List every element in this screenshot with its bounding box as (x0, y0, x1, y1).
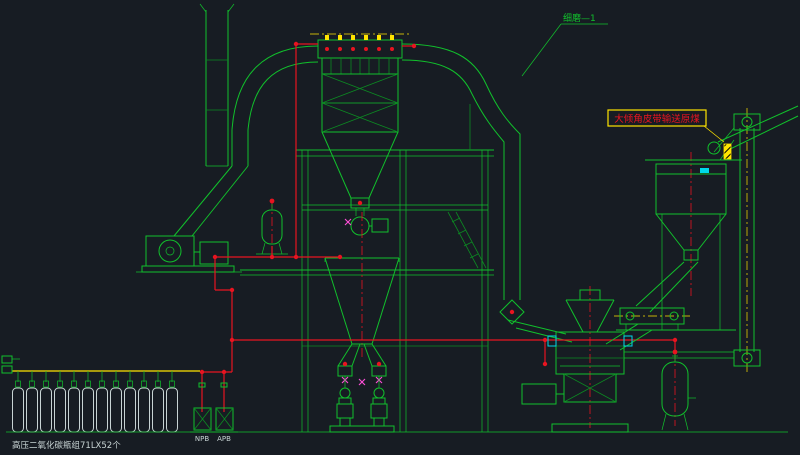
skid-label-right: APB (217, 435, 231, 443)
conveyor-callout: 大倾角皮带输送原煤 (607, 109, 725, 143)
stairs (447, 211, 487, 269)
classifier-vessel (324, 212, 400, 388)
duct-left-curve (173, 45, 319, 237)
inclined-conveyor (707, 105, 799, 160)
cylinder-rack-caption: 高压二氧化碳瓶组71LX52个 (12, 440, 121, 451)
exhaust-stack (199, 3, 235, 167)
skid-label-left: NPB (195, 435, 209, 443)
skid-cabinet-left (193, 407, 212, 431)
filter-hopper (321, 131, 352, 199)
head-pulley (707, 141, 721, 155)
conveyor-callout-text: 大倾角皮带输送原煤 (614, 113, 700, 125)
area-tag: 细磨—1 (521, 12, 608, 77)
tank-top-valve (672, 349, 678, 355)
elevator-head (733, 113, 761, 131)
pump-right (370, 387, 388, 427)
rack-end-fittings (1, 355, 20, 374)
hazard-stripe-marker (723, 143, 732, 160)
skid-cabinet-right (215, 407, 234, 431)
pulse-valves (325, 35, 394, 51)
silo-outlet (683, 249, 699, 261)
mill-port-right (623, 335, 633, 347)
rotary-valve (350, 197, 370, 209)
co2-piping (199, 41, 678, 412)
duct-damper (499, 299, 525, 325)
mill-port-left (547, 335, 557, 347)
coal-silo (635, 152, 742, 330)
magenta-marker-top (344, 218, 352, 226)
area-tag-text: 细磨—1 (563, 12, 596, 24)
annotations: 细磨—1 大倾角皮带输送原煤 (521, 12, 725, 143)
valve-skids: NPB APB (190, 382, 238, 443)
fan-motor (199, 241, 229, 265)
mill-gearbox (563, 373, 617, 403)
magenta-markers-bottom (341, 376, 383, 386)
silo-level-marker (700, 168, 709, 173)
tank-valve (269, 198, 275, 204)
co2-tank-right (661, 349, 696, 431)
id-fan-unit (136, 235, 242, 273)
bag-filter (310, 33, 410, 236)
bucket-elevator (624, 108, 761, 372)
structure-frame (240, 104, 494, 432)
weighfeeder (605, 307, 736, 351)
